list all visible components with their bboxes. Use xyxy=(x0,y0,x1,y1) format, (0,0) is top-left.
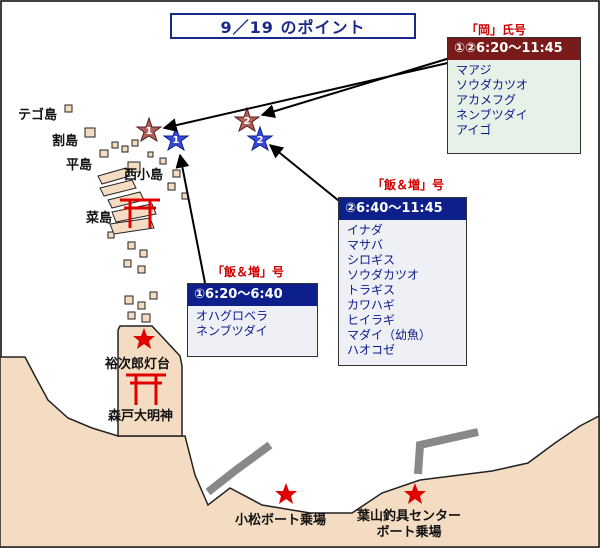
fish-item: マサバ xyxy=(347,238,384,252)
label-hira-island: 平島 xyxy=(66,158,93,173)
boat-label-ii-2: 「飯＆増」号 xyxy=(372,178,445,192)
arrow-ii1-to-point-1 xyxy=(175,153,206,284)
fish-item: ソウダカツオ xyxy=(347,268,420,282)
fish-item: ヒイラギ xyxy=(347,313,396,327)
komatsu-star-icon xyxy=(275,483,297,504)
arrow-ii2-to-point-2 xyxy=(268,144,345,206)
fish-item: マダイ（幼魚） xyxy=(347,328,432,342)
arrow-oka-to-point-1 xyxy=(162,61,453,133)
coastline-land xyxy=(0,356,600,548)
hayama-star-icon xyxy=(404,483,426,504)
map-title: 9／19 のポイント xyxy=(170,13,416,39)
label-wari-island: 割島 xyxy=(52,134,79,149)
label-nishikoshima: 西小島 xyxy=(124,168,164,183)
catch-list-ii-2: イナダ マサバ シロギス ソウダカツオ トラギス カワハギ ヒイラギ マダイ（幼… xyxy=(339,220,466,361)
fish-item: オハグロベラ xyxy=(196,309,269,323)
torii-morito-shrine xyxy=(126,373,166,405)
lighthouse-star-icon xyxy=(133,328,155,349)
fish-item: ハオコゼ xyxy=(347,343,396,357)
torii-na-island xyxy=(120,198,160,228)
catch-box-ii-2: ②6:40～11:45 イナダ マサバ シロギス ソウダカツオ トラギス カワハ… xyxy=(338,197,467,366)
label-hayama-boat: 葉山釣具センター ボート乗場 xyxy=(357,509,462,540)
ii-point-1-star-icon xyxy=(162,125,190,152)
fish-item: イナダ xyxy=(347,223,383,237)
fish-item: トラギス xyxy=(347,283,396,297)
island-rocks xyxy=(64,104,189,323)
fish-item: シロギス xyxy=(347,253,396,267)
fish-item: マアジ xyxy=(456,63,492,77)
fish-item: カワハギ xyxy=(347,298,395,312)
label-tego-island: テゴ島 xyxy=(18,108,58,123)
ii-point-2-number: 2 xyxy=(257,135,264,146)
boat-label-ii-1: 「飯＆増」号 xyxy=(212,265,285,279)
catch-box-ii-1: ①6:20～6:40 オハグロベラ ネンブツダイ xyxy=(187,283,318,357)
lighthouse-peninsula xyxy=(117,325,183,437)
breakwater-left xyxy=(205,441,273,496)
fish-item: ソウダカツオ xyxy=(456,78,529,92)
oka-point-1-number: 1 xyxy=(146,126,153,137)
fish-item: ネンブツダイ xyxy=(196,324,268,338)
label-na-island: 菜島 xyxy=(86,211,113,226)
oka-point-2-star-icon xyxy=(233,106,261,133)
ii-point-2-star-icon xyxy=(246,125,274,152)
catch-box-ii-2-header: ②6:40～11:45 xyxy=(339,198,466,220)
label-komatsu-boat: 小松ボート乗場 xyxy=(235,513,327,528)
label-morito-shrine: 森戸大明神 xyxy=(108,409,174,424)
ii-point-1-number: 1 xyxy=(173,135,180,146)
arrow-oka-to-point-2 xyxy=(260,57,451,119)
catch-box-oka: ①②6:20～11:45 マアジ ソウダカツオ アカメフグ ネンブツダイ アイゴ xyxy=(447,37,581,154)
label-yujiro-lighthouse: 裕次郎灯台 xyxy=(105,357,171,372)
fish-item: アカメフグ xyxy=(456,93,517,107)
fish-item: ネンブツダイ xyxy=(456,108,528,122)
oka-point-1-star-icon xyxy=(135,116,163,143)
catch-box-ii-1-header: ①6:20～6:40 xyxy=(188,284,317,306)
breakwater-right xyxy=(414,428,479,475)
catch-list-oka: マアジ ソウダカツオ アカメフグ ネンブツダイ アイゴ xyxy=(448,60,580,141)
catch-box-oka-header: ①②6:20～11:45 xyxy=(448,38,580,60)
boat-label-oka: 「岡」氏号 xyxy=(466,23,527,37)
oka-point-2-number: 2 xyxy=(244,116,251,127)
catch-list-ii-1: オハグロベラ ネンブツダイ xyxy=(188,306,317,342)
fish-item: アイゴ xyxy=(456,123,492,137)
